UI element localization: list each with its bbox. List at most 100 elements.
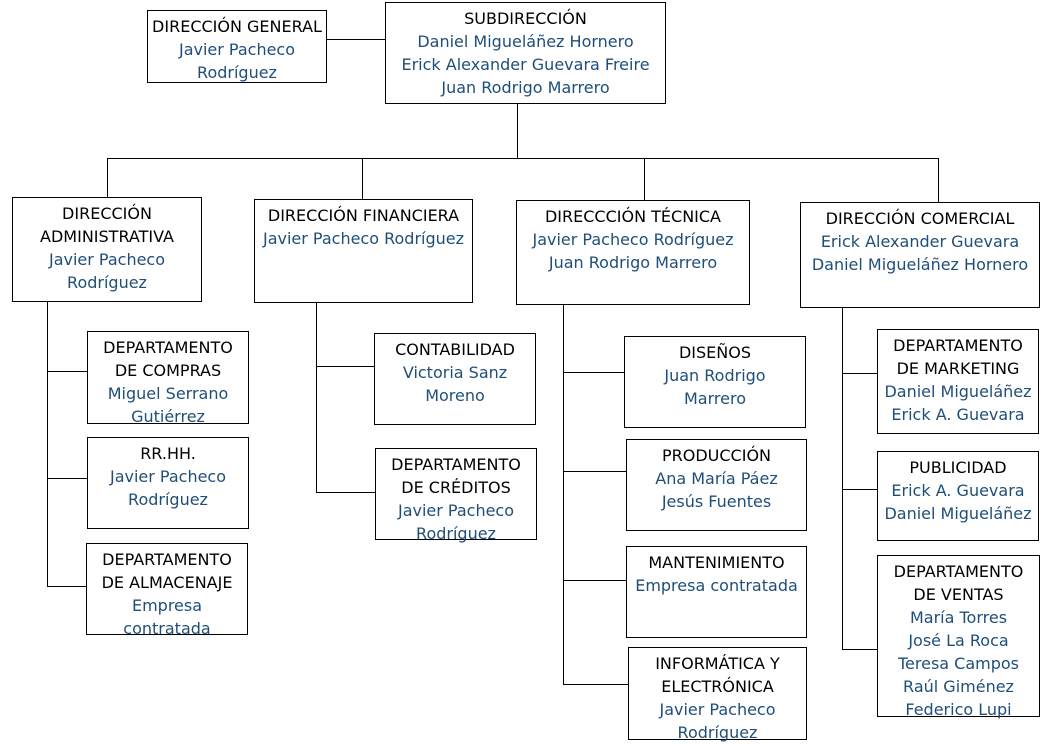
- connector: [326, 39, 386, 40]
- box-title: CONTABILIDAD: [395, 340, 515, 359]
- box-title: DE CRÉDITOS: [401, 478, 511, 497]
- box-title: DEPARTAMENTO: [102, 550, 232, 569]
- person-name: Empresa contratada: [635, 576, 798, 595]
- box-title: DEPARTAMENTO: [893, 562, 1024, 581]
- person-name: Federico Lupi: [905, 700, 1012, 719]
- direccion-financiera-box: DIRECCIÓN FINANCIERA Javier Pacheco Rodr…: [254, 199, 473, 303]
- departamento-ventas-box: DEPARTAMENTO DE VENTAS María Torres José…: [877, 555, 1040, 719]
- connector: [362, 158, 363, 200]
- box-title: DE MARKETING: [896, 359, 1020, 378]
- connector: [563, 304, 564, 685]
- box-title: ADMINISTRATIVA: [40, 227, 174, 246]
- connector: [938, 158, 939, 203]
- connector: [47, 478, 87, 479]
- connector: [644, 158, 645, 201]
- person-name: Juan Rodrigo: [664, 366, 766, 385]
- person-name: Miguel Serrano: [107, 384, 229, 403]
- connector: [316, 492, 376, 493]
- box-title: DE COMPRAS: [114, 361, 222, 380]
- person-name: Daniel Migueláñez: [884, 382, 1032, 401]
- person-name: Erick Alexander Guevara: [820, 232, 1020, 251]
- box-title: SUBDIRECCIÓN: [464, 9, 587, 28]
- connector: [47, 301, 48, 587]
- person-name: Rodríguez: [416, 524, 496, 543]
- connector: [842, 306, 843, 650]
- direccion-comercial-box: DIRECCIÓN COMERCIAL Erick Alexander Guev…: [800, 202, 1040, 308]
- box-title: DIRECCIÓN: [62, 204, 152, 223]
- person-name: Jesús Fuentes: [661, 492, 772, 511]
- produccion-box: PRODUCCIÓN Ana María Páez Jesús Fuentes: [626, 439, 807, 531]
- person-name: Rodríguez: [197, 63, 277, 82]
- box-title: PRODUCCIÓN: [661, 446, 771, 465]
- box-title: DEPARTAMENTO: [893, 336, 1023, 355]
- box-title: DIRECCIÓN COMERCIAL: [825, 209, 1015, 228]
- person-name: Gutiérrez: [131, 407, 205, 426]
- person-name: Juan Rodrigo Marrero: [441, 78, 610, 97]
- person-name: Moreno: [425, 386, 485, 405]
- box-title: PUBLICIDAD: [909, 458, 1007, 477]
- box-title: DE VENTAS: [913, 585, 1004, 604]
- person-name: Empresa: [131, 596, 203, 615]
- person-name: Rodríguez: [67, 273, 147, 292]
- box-title: DISEÑOS: [678, 343, 752, 362]
- box-title: MANTENIMIENTO: [648, 553, 785, 572]
- connector: [47, 371, 87, 372]
- departamento-creditos-box: DEPARTAMENTO DE CRÉDITOS Javier Pacheco …: [375, 448, 537, 543]
- connector: [842, 373, 878, 374]
- person-name: Daniel Migueláñez Hornero: [417, 32, 634, 51]
- person-name: Marrero: [684, 389, 746, 408]
- box-title: DEPARTAMENTO: [391, 455, 521, 474]
- box-title: INFORMÁTICA Y: [655, 654, 780, 673]
- departamento-almacenaje-box: DEPARTAMENTO DE ALMACENAJE Empresa contr…: [86, 543, 248, 638]
- connector: [563, 372, 625, 373]
- person-name: Daniel Migueláñez Hornero: [811, 255, 1029, 274]
- connector: [316, 366, 375, 367]
- person-name: Ana María Páez: [655, 469, 778, 488]
- person-name: Erick A. Guevara: [891, 405, 1025, 424]
- person-name: Victoria Sanz: [402, 363, 508, 382]
- person-name: Javier Pacheco: [659, 700, 776, 719]
- person-name: Teresa Campos: [897, 654, 1020, 673]
- connector: [316, 302, 317, 493]
- person-name: María Torres: [909, 608, 1008, 627]
- connector: [107, 158, 108, 198]
- mantenimiento-box: MANTENIMIENTO Empresa contratada: [626, 546, 807, 638]
- connector: [563, 684, 629, 685]
- connector: [107, 158, 939, 159]
- departamento-compras-box: DEPARTAMENTO DE COMPRAS Miguel Serrano G…: [87, 331, 249, 426]
- person-name: Javier Pacheco: [109, 467, 227, 486]
- connector: [47, 586, 87, 587]
- person-name: Raúl Giménez: [903, 677, 1014, 696]
- informatica-electronica-box: INFORMÁTICA Y ELECTRÓNICA Javier Pacheco…: [628, 647, 807, 742]
- person-name: Javier Pacheco Rodríguez: [262, 229, 465, 248]
- publicidad-box: PUBLICIDAD Erick A. Guevara Daniel Migue…: [877, 451, 1039, 541]
- person-name: Erick A. Guevara: [891, 481, 1025, 500]
- departamento-marketing-box: DEPARTAMENTO DE MARKETING Daniel Miguelá…: [877, 329, 1039, 434]
- connector: [842, 489, 878, 490]
- connector: [517, 103, 518, 158]
- contabilidad-box: CONTABILIDAD Victoria Sanz Moreno: [374, 333, 536, 425]
- person-name: Rodríguez: [677, 723, 758, 742]
- person-name: Juan Rodrigo Marrero: [548, 253, 718, 272]
- box-title: DE ALMACENAJE: [101, 573, 233, 592]
- box-title: DIRECCIÓN GENERAL: [152, 17, 322, 36]
- person-name: Javier Pacheco: [178, 40, 296, 59]
- box-title: ELECTRÓNICA: [661, 677, 774, 696]
- person-name: contratada: [123, 619, 211, 638]
- connector: [563, 580, 627, 581]
- person-name: Erick Alexander Guevara Freire: [401, 55, 650, 74]
- direccion-administrativa-box: DIRECCIÓN ADMINISTRATIVA Javier Pacheco …: [12, 197, 202, 302]
- person-name: Javier Pacheco: [397, 501, 515, 520]
- disenos-box: DISEÑOS Juan Rodrigo Marrero: [624, 336, 806, 428]
- box-title: DIRECCIÓN FINANCIERA: [267, 206, 460, 225]
- rrhh-box: RR.HH. Javier Pacheco Rodríguez: [87, 437, 249, 529]
- box-title: DEPARTAMENTO: [103, 338, 233, 357]
- direccion-tecnica-box: DIRECCCIÓN TÉCNICA Javier Pacheco Rodríg…: [516, 200, 750, 305]
- connector: [842, 649, 878, 650]
- direccion-general-box: DIRECCIÓN GENERAL Javier Pacheco Rodrígu…: [147, 10, 327, 83]
- person-name: Rodríguez: [128, 490, 208, 509]
- box-title: RR.HH.: [140, 444, 196, 463]
- person-name: Javier Pacheco Rodríguez: [532, 230, 734, 249]
- person-name: José La Roca: [908, 631, 1009, 650]
